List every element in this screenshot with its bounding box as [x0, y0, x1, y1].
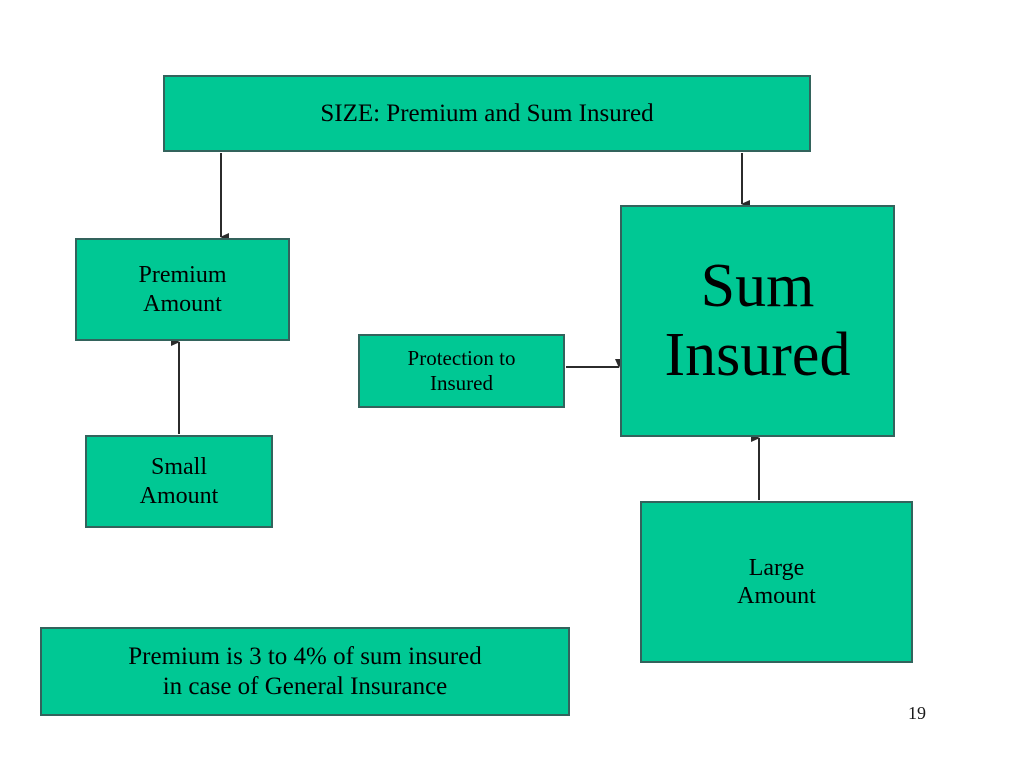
node-title-size-premium-and-sum-insured[interactable]: SIZE: Premium and Sum Insured [163, 75, 811, 152]
node-title-label: SIZE: Premium and Sum Insured [320, 99, 654, 127]
page-number: 19 [908, 703, 926, 723]
